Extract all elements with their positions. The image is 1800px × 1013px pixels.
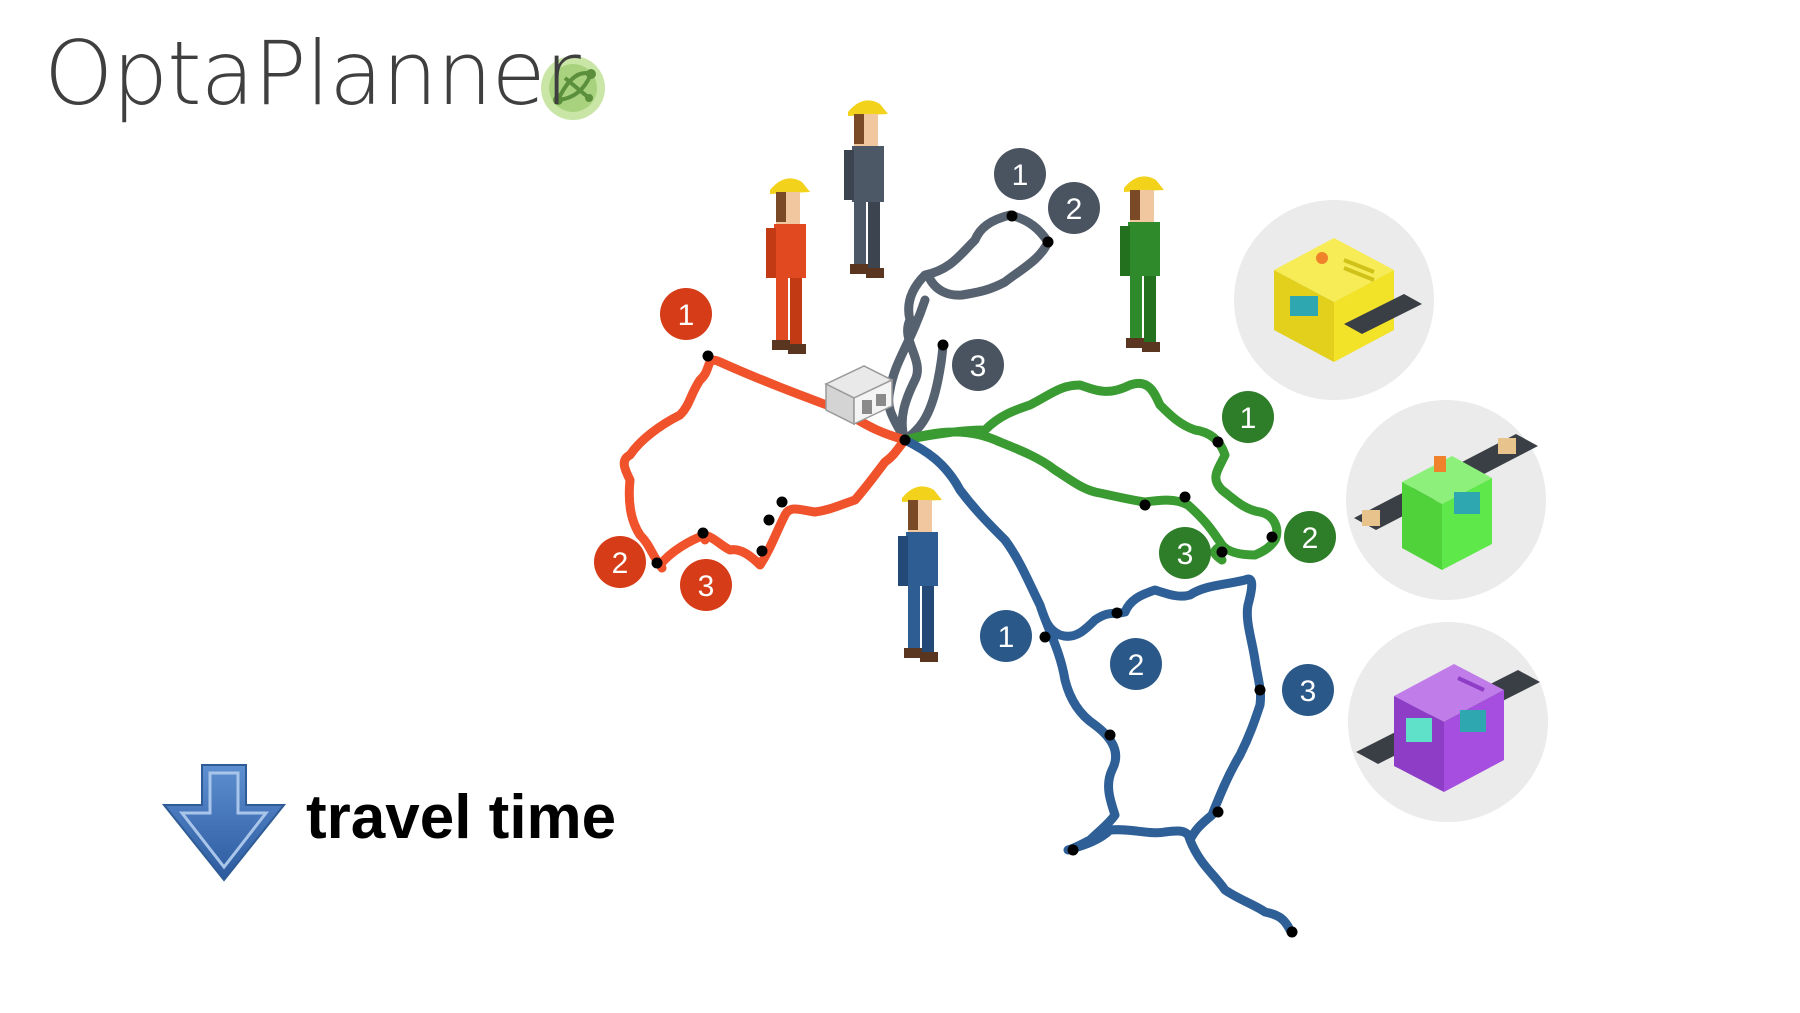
stop-dot — [1266, 531, 1278, 543]
stop-dot — [1006, 210, 1018, 222]
stop-dot — [756, 545, 768, 557]
badge-red-2: 2 — [594, 536, 646, 588]
green-machine-icon — [1346, 400, 1546, 600]
badge-label: 1 — [1012, 159, 1029, 192]
badge-grey-2: 2 — [1048, 182, 1100, 234]
technician-red-icon — [766, 178, 810, 354]
legend-caption: travel time — [306, 783, 617, 852]
stop-dot — [1254, 684, 1266, 696]
badge-label: 1 — [1240, 402, 1257, 435]
badge-label: 3 — [1300, 675, 1317, 708]
badge-grey-3: 3 — [952, 339, 1004, 391]
stop-dot — [1286, 926, 1298, 938]
stop-dot — [776, 496, 788, 508]
stop-dot — [1139, 499, 1151, 511]
badge-label: 2 — [1302, 522, 1319, 555]
stop-dot — [702, 350, 714, 362]
stop-dot — [1216, 546, 1228, 558]
badge-red-3: 3 — [680, 559, 732, 611]
badge-green-3: 3 — [1159, 527, 1211, 579]
brand-wordmark: OptaPlanner — [44, 22, 581, 125]
stop-dot — [1039, 631, 1051, 643]
badge-label: 2 — [1066, 193, 1083, 226]
stop-dot — [899, 434, 911, 446]
stop-markers — [651, 210, 1298, 938]
badge-green-1: 1 — [1222, 391, 1274, 443]
badge-label: 2 — [612, 547, 629, 580]
badge-label: 3 — [698, 570, 715, 603]
stop-dot — [1212, 436, 1224, 448]
stop-dot — [937, 339, 949, 351]
badge-label: 1 — [998, 621, 1015, 654]
technician-green-icon — [1120, 176, 1164, 352]
badge-green-2: 2 — [1284, 511, 1336, 563]
stop-dot — [1179, 491, 1191, 503]
technician-blue-icon — [898, 486, 942, 662]
badge-label: 1 — [678, 299, 695, 332]
down-arrow-icon — [161, 764, 287, 882]
stop-dot — [1042, 236, 1054, 248]
route-green-line — [900, 378, 1282, 565]
stop-dot — [1212, 806, 1224, 818]
yellow-machine-icon — [1234, 200, 1434, 400]
stop-dot — [1067, 844, 1079, 856]
depot-building-icon — [824, 365, 894, 426]
badge-red-1: 1 — [660, 288, 712, 340]
badge-label: 2 — [1128, 649, 1145, 682]
badge-blue-1: 1 — [980, 610, 1032, 662]
badge-grey-1: 1 — [994, 148, 1046, 200]
route-blue-line — [900, 435, 1295, 935]
stop-dot — [697, 527, 709, 539]
stop-dot — [1111, 607, 1123, 619]
badge-label: 3 — [1177, 538, 1194, 571]
badge-blue-3: 3 — [1282, 664, 1334, 716]
technician-grey-icon — [844, 100, 888, 278]
optaplanner-logo-icon — [541, 56, 605, 120]
stop-dot — [1104, 729, 1116, 741]
stop-dot — [763, 514, 775, 526]
stop-dot — [651, 557, 663, 569]
purple-machine-icon — [1348, 622, 1548, 822]
badge-blue-2: 2 — [1110, 638, 1162, 690]
badge-label: 3 — [970, 350, 987, 383]
